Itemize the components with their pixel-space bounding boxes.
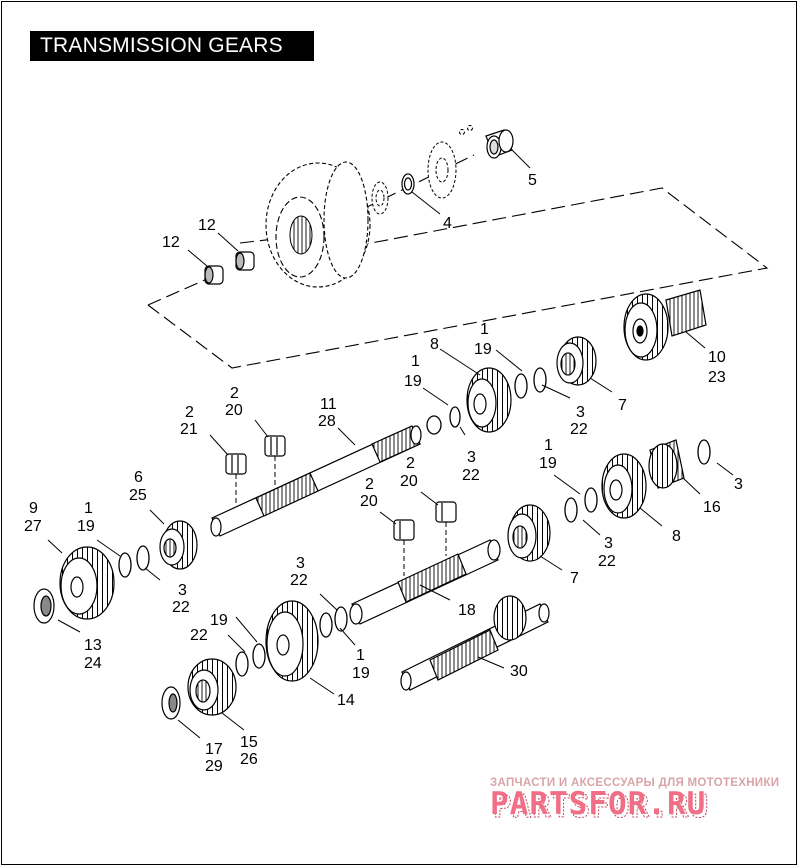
callout-14: 14 (337, 692, 355, 709)
partsfor-watermark: ЗАПЧАСТИ И АКСЕССУАРЫ ДЛЯ МОТОТЕХНИКИ PA… (490, 777, 779, 826)
retaining-rings-mid (426, 406, 461, 435)
gear-part-8-lower (601, 453, 647, 519)
countershaft-part-30 (400, 595, 550, 691)
large-gear-spline-hub (289, 215, 313, 255)
callout-1: 1 (544, 437, 553, 454)
callout-1: 1 (480, 321, 489, 338)
callout-27: 27 (24, 518, 42, 535)
callout-19: 19 (539, 455, 557, 472)
callout-1: 1 (356, 647, 365, 664)
callout-29: 29 (205, 758, 223, 775)
callout-3: 3 (604, 535, 613, 552)
needle-bearing-part-20-right (435, 501, 457, 523)
callout-2: 2 (185, 404, 194, 421)
callout-8: 8 (672, 528, 681, 545)
needle-bearing-part-20-upper (264, 435, 286, 457)
callout-19: 19 (404, 373, 422, 390)
callout-2: 2 (365, 476, 374, 493)
leader-lines (47, 149, 734, 739)
gear-part-15 (187, 658, 237, 716)
callout-22: 22 (462, 467, 480, 484)
needle-bearing-part-21 (225, 453, 247, 475)
retaining-ring-part-3-right (697, 439, 711, 465)
callout-3: 3 (467, 449, 476, 466)
callout-7: 7 (618, 397, 627, 414)
callout-21: 21 (180, 421, 198, 438)
callout-17: 17 (205, 741, 223, 758)
callout-5: 5 (528, 172, 537, 189)
mainshaft-part-11 (210, 425, 422, 537)
callout-19: 19 (474, 341, 492, 358)
callout-22: 22 (598, 553, 616, 570)
gear-part-8-upper (466, 367, 512, 433)
watermark-brand-outline: PARTSFOR.RU (493, 789, 709, 825)
bushing-part-5 (485, 129, 514, 159)
callout-8: 8 (430, 336, 439, 353)
callout-19: 19 (210, 612, 228, 629)
page-title: TRANSMISSION GEARS (30, 31, 314, 61)
callout-4: 4 (443, 215, 452, 232)
callout-22: 22 (190, 627, 208, 644)
callout-22: 22 (570, 421, 588, 438)
callout-30: 30 (510, 663, 528, 680)
callout-19: 19 (352, 665, 370, 682)
shift-dog-part-7-upper (556, 336, 597, 386)
retaining-rings-upper (514, 367, 547, 399)
callout-18: 18 (458, 602, 476, 619)
thrust-washer-part-13 (33, 588, 55, 624)
callout-12: 12 (162, 234, 180, 251)
callout-1: 1 (84, 500, 93, 517)
callout-22: 22 (172, 599, 190, 616)
needle-bearing-part-12-a (235, 251, 255, 271)
watermark-subtitle: ЗАПЧАСТИ И АКСЕССУАРЫ ДЛЯ МОТОТЕХНИКИ (490, 777, 779, 789)
callout-13: 13 (84, 637, 102, 654)
shift-dog-part-7-lower (507, 504, 551, 562)
callout-2: 2 (406, 455, 415, 472)
callout-labels: 5 4 12 12 10 23 1 19 8 1 19 7 3 22 3 22 … (24, 172, 743, 775)
retaining-rings-center (235, 606, 348, 677)
callout-15: 15 (240, 734, 258, 751)
gear-part-9 (59, 546, 115, 620)
callout-20: 20 (400, 473, 418, 490)
callout-26: 26 (240, 751, 258, 768)
gear-part-14 (265, 600, 319, 682)
callout-3: 3 (576, 404, 585, 421)
callout-3: 3 (178, 582, 187, 599)
callout-22: 22 (290, 572, 308, 589)
callout-20: 20 (225, 402, 243, 419)
callout-12: 12 (198, 217, 216, 234)
retaining-rings-lower-right (564, 487, 598, 523)
needle-bearing-part-12-b (204, 265, 224, 285)
thrust-washer-part-17 (161, 686, 181, 720)
large-gear-phantom (265, 161, 371, 288)
callout-10: 10 (708, 349, 726, 366)
callout-20: 20 (360, 493, 378, 510)
callout-6: 6 (134, 469, 143, 486)
callout-24: 24 (84, 655, 102, 672)
countershaft-part-18 (349, 539, 501, 625)
watermark-brand: PARTSFOR.RU (490, 786, 706, 822)
mainshaft-fifth-gear-part-10 (623, 289, 707, 361)
callout-9: 9 (29, 500, 38, 517)
gear-part-16 (648, 439, 685, 489)
shift-plate-phantom (371, 125, 473, 215)
gear-part-6 (159, 520, 198, 570)
needle-bearing-part-20-mid (393, 519, 415, 541)
callout-1: 1 (411, 353, 420, 370)
callout-2: 2 (230, 385, 239, 402)
washer-part-4 (401, 173, 415, 195)
callout-3: 3 (296, 555, 305, 572)
callout-19: 19 (77, 518, 95, 535)
callout-7: 7 (570, 570, 579, 587)
retaining-rings-left (118, 545, 150, 578)
callout-25: 25 (129, 487, 147, 504)
callout-3: 3 (734, 476, 743, 493)
callout-11: 11 (320, 396, 337, 413)
callout-16: 16 (703, 499, 721, 516)
callout-28: 28 (318, 413, 336, 430)
callout-23: 23 (708, 369, 726, 386)
